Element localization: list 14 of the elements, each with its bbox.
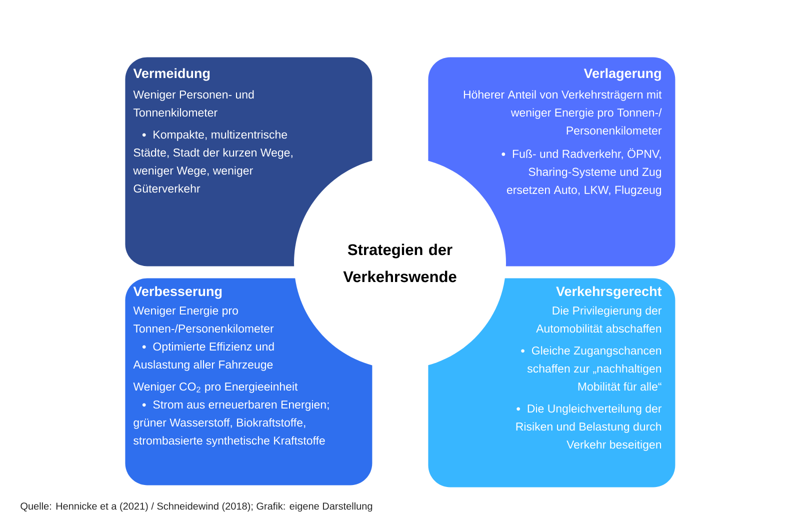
- panel-heading: Verkehrsgerecht: [556, 286, 662, 299]
- panel-text: Weniger Energie pro Tonnen-/Personenkilometer: [133, 306, 274, 333]
- panel-text: Weniger CO$_{2}$ pro Energieeinheit: [133, 382, 298, 393]
- panel-text: Weniger Personen- und Tonnenkilometer: [133, 90, 254, 117]
- bullet-item: Strom aus erneuerbaren Energien; grüner Wasserstoff, Biokraftstoffe, strombasierte synthetische Kraftstoffe: [134, 400, 329, 447]
- panel-heading: Verlagerung: [584, 68, 661, 81]
- bullet-item: Gleiche Zugangschancen schaffen zur „nachhaltigen Mobilität für alle“: [521, 346, 662, 391]
- panel-heading: Vermeidung: [133, 68, 210, 81]
- bullet-item: Kompakte, multizentrische Städte, Stadt der kurzen Wege, weniger Wege, weniger Güterverkehr: [133, 130, 292, 193]
- panel-heading: Verbesserung: [133, 286, 222, 299]
- source-caption: Quelle: Hennicke et a (2021) / Schneidewind (2018); Grafik: eigene Darstellung: [20, 502, 372, 512]
- panel-text: Die Privilegierung der Automobilität abschaffen: [536, 306, 662, 333]
- panel-text: Höherer Anteil von Verkehrsträgern mit weniger Energie pro Tonnen-/ Personenkilometer: [464, 90, 662, 135]
- bullet-item: Die Ungleichverteilung der Risiken und Belastung durch Verkehr beseitigen: [516, 404, 662, 451]
